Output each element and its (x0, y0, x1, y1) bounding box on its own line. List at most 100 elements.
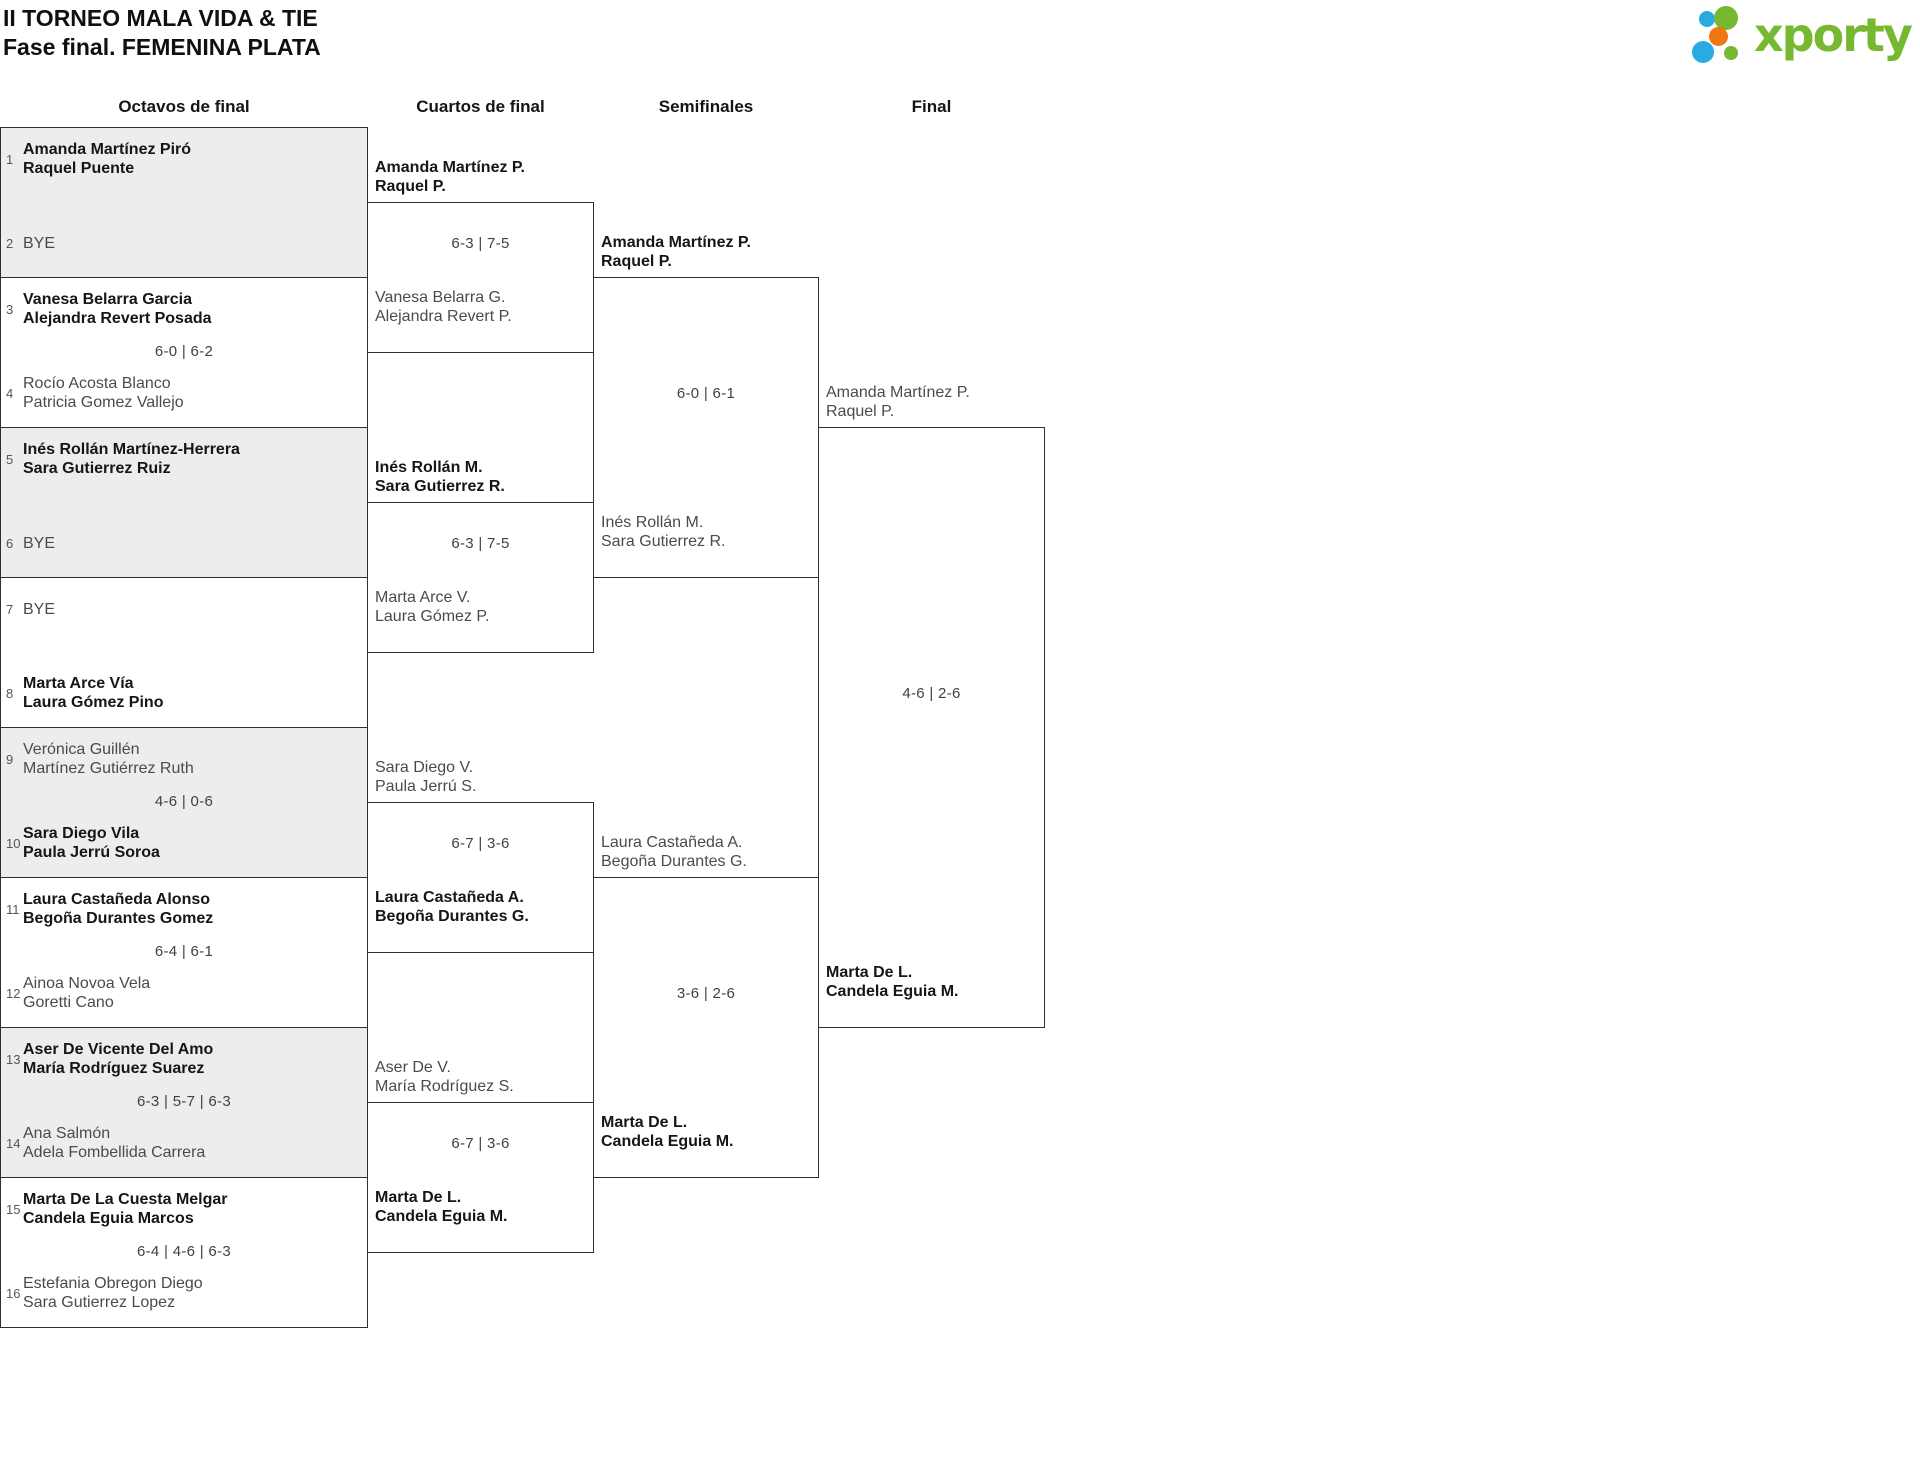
player-name: Martínez Gutiérrez Ruth (23, 760, 194, 777)
match-score: 6-3 | 5-7 | 6-3 (136, 1092, 231, 1110)
player-name: Aser De V. (375, 1059, 451, 1076)
player-name: Patricia Gomez Vallejo (23, 394, 184, 411)
player-name: Raquel Puente (23, 160, 135, 177)
player-name: Raquel P. (826, 403, 895, 420)
player-name: Begoña Durantes G. (375, 908, 529, 925)
participant: 6 BYE (1, 520, 367, 577)
logo-dot-icon (1699, 11, 1715, 27)
seed-number: 9 (6, 751, 14, 767)
participant: 2 BYE (1, 220, 367, 277)
logo-wordmark: xporty (1754, 8, 1913, 62)
player-name: Candela Eguia M. (601, 1133, 734, 1150)
player-name: Vanesa Belarra G. (375, 289, 506, 306)
seed-number: 4 (6, 385, 14, 401)
player-name: Sara Gutierrez R. (601, 533, 726, 550)
player-name: BYE (23, 534, 56, 552)
player-name: Raquel P. (375, 178, 446, 195)
seed-number: 12 (6, 985, 21, 1001)
player-name: Amanda Martínez P. (826, 384, 970, 401)
player-name: Marta Arce V. (375, 589, 471, 606)
player-name: Rocío Acosta Blanco (23, 375, 171, 392)
player-name: María Rodríguez S. (375, 1078, 514, 1095)
seed-number: 11 (6, 901, 20, 917)
player-name: Candela Eguia Marcos (23, 1210, 194, 1227)
seed-number: 1 (6, 151, 14, 167)
participant: Aser De V. María Rodríguez S. (375, 1058, 514, 1096)
participant: 7 BYE (1, 578, 367, 632)
tournament-name: II TORNEO MALA VIDA & TIE (3, 5, 318, 31)
player-name: Ainoa Novoa Vela (23, 975, 151, 992)
player-name: Begoña Durantes Gomez (23, 910, 214, 927)
player-name: Marta De La Cuesta Melgar (23, 1191, 228, 1208)
participant: Amanda Martínez P. Raquel P. (601, 233, 751, 271)
seed-number: 14 (6, 1135, 21, 1151)
seed-number: 6 (6, 535, 14, 551)
cuartos-match-3: Sara Diego V.Paula Jerrú S. 6-7 | 3-6 La… (367, 759, 594, 953)
player-name: Ana Salmón (23, 1125, 111, 1142)
participant: Inés Rollán M. Sara Gutierrez R. (594, 509, 818, 577)
match-score: 6-4 | 4-6 | 6-3 (136, 1242, 231, 1260)
player-name: Laura Castañeda A. (601, 834, 743, 851)
player-name: Candela Eguia M. (826, 983, 959, 1000)
player-name: Adela Fombellida Carrera (23, 1144, 206, 1161)
seed-number: 16 (6, 1285, 21, 1301)
participant: Amanda Martínez P. Raquel P. (826, 383, 970, 421)
logo-dot-icon (1692, 41, 1714, 63)
match-score: 6-3 | 7-5 (451, 535, 510, 552)
player-name: Paula Jerrú Soroa (23, 844, 160, 861)
page-title: II TORNEO MALA VIDA & TIE Fase final. FE… (3, 4, 321, 62)
player-name: Laura Gómez Pino (23, 694, 164, 711)
xporty-logo[interactable]: xporty (1688, 6, 1913, 72)
player-name: Vanesa Belarra Garcia (23, 291, 193, 308)
match-score: 6-7 | 3-6 (451, 835, 510, 852)
participant: Marta Arce V. Laura Gómez P. (368, 584, 593, 652)
player-name: Amanda Martínez P. (601, 234, 751, 251)
player-name: BYE (23, 234, 56, 252)
player-name: Estefania Obregon Diego (23, 1275, 203, 1292)
player-name: Sara Gutierrez Ruiz (23, 460, 171, 477)
participant: Laura Castañeda A.Begoña Durantes G. (601, 833, 747, 871)
semifinal-match-2: Laura Castañeda A.Begoña Durantes G. 3-6… (593, 834, 819, 1178)
player-name: Candela Eguia M. (375, 1208, 508, 1225)
round-header-final: Final (911, 97, 952, 116)
player-name: Amanda Martínez P. (375, 159, 525, 176)
player-name: Inés Rollán Martínez-Herrera (23, 441, 240, 458)
player-name: Marta De L. (375, 1189, 462, 1206)
logo-dot-icon (1714, 6, 1738, 30)
logo-dot-icon (1724, 46, 1738, 60)
semifinal-match-1: Amanda Martínez P. Raquel P. 6-0 | 6-1 In… (593, 234, 819, 578)
logo-dot-icon (1709, 27, 1728, 46)
player-name: Alejandra Revert P. (375, 308, 512, 325)
player-name: María Rodríguez Suarez (23, 1060, 205, 1077)
match-score: 6-0 | 6-1 (676, 385, 736, 402)
player-name: Inés Rollán M. (601, 514, 704, 531)
player-name: Marta De L. (601, 1114, 688, 1131)
participant: Amanda Martínez P. Raquel P. (375, 158, 525, 196)
player-name: Paula Jerrú S. (375, 778, 477, 795)
player-name: Raquel P. (601, 253, 672, 270)
participant: Inés Rollán M.Sara Gutierrez R. (375, 458, 505, 496)
player-name: Sara Gutierrez Lopez (23, 1294, 176, 1311)
player-name: Laura Gómez P. (375, 608, 490, 625)
match-score: 6-4 | 6-1 (154, 942, 214, 960)
seed-number: 3 (6, 301, 14, 317)
player-name: Laura Castañeda A. (375, 889, 524, 906)
match-score: 6-0 | 6-2 (154, 342, 214, 360)
match-score: 6-3 | 7-5 (451, 235, 510, 252)
